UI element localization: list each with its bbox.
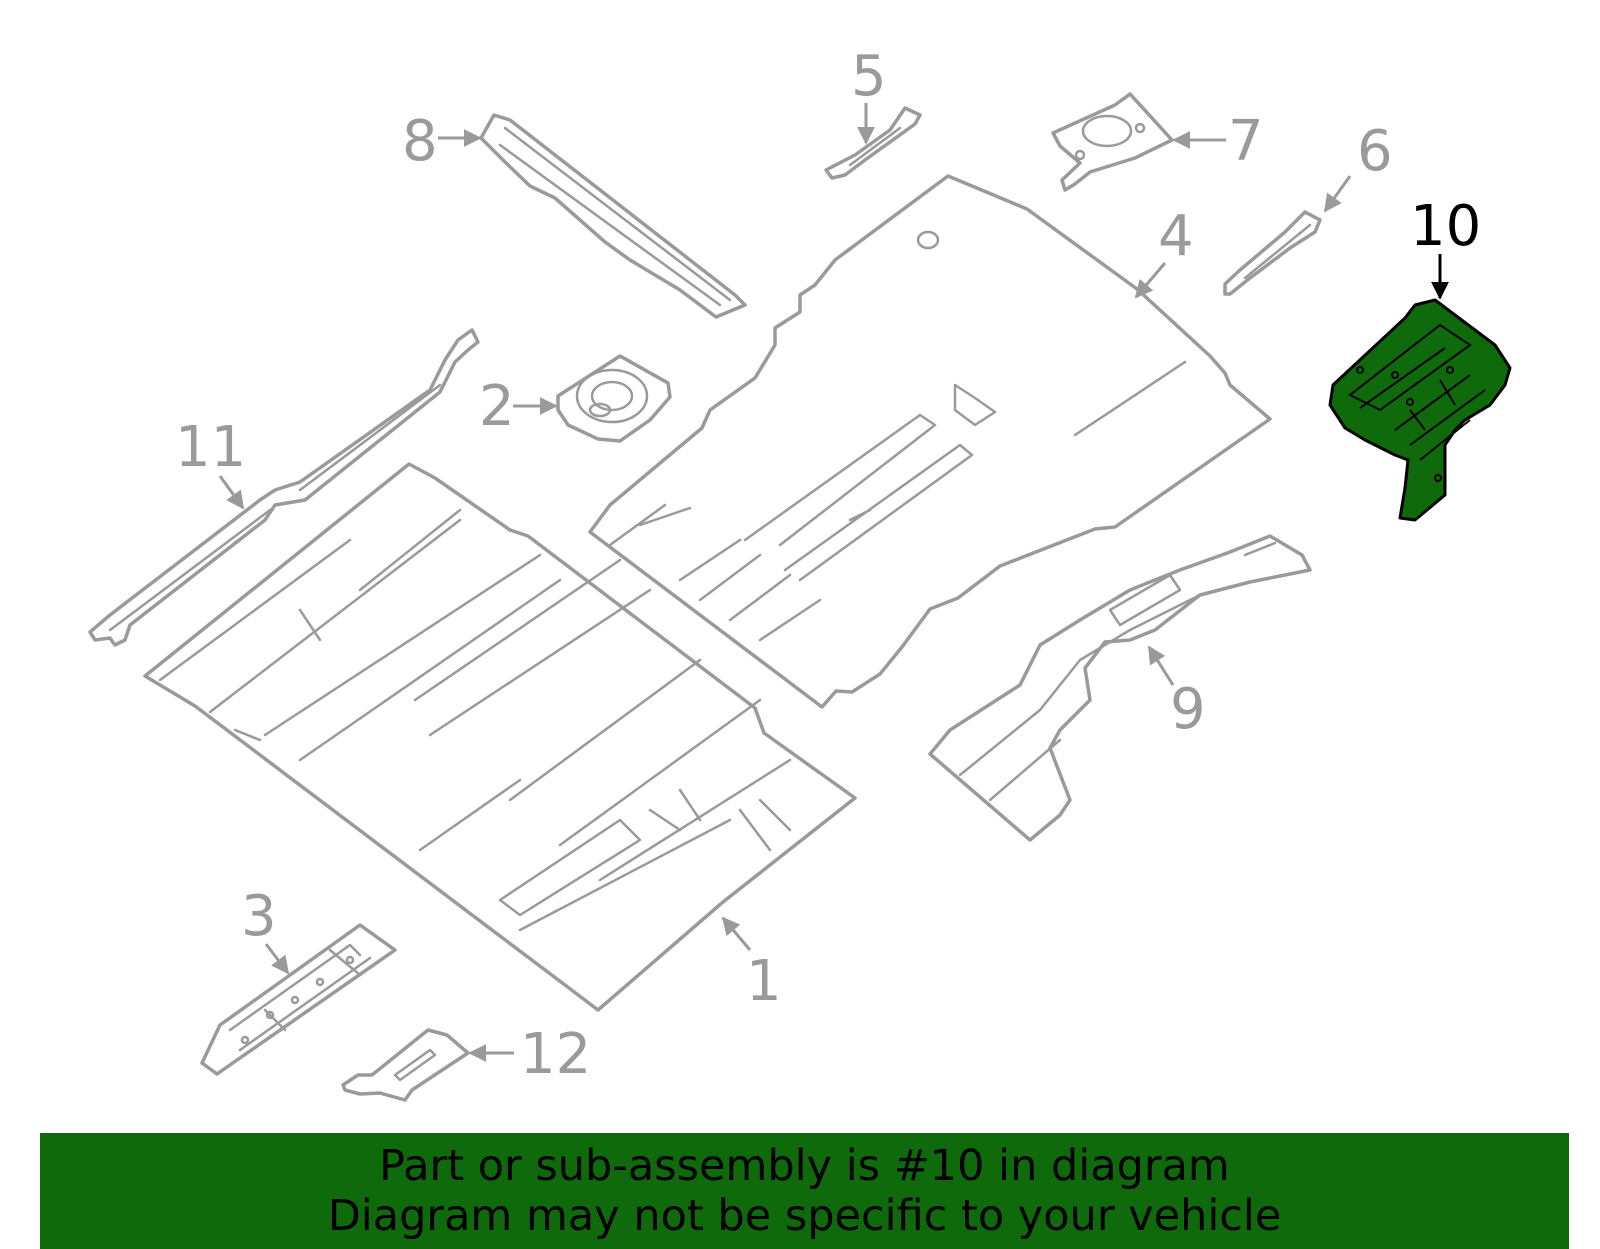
callout-11[interactable]: 11 <box>175 415 246 480</box>
part-9-side-member[interactable] <box>928 534 1312 842</box>
callout-3[interactable]: 3 <box>241 884 277 949</box>
part-10-highlighted[interactable] <box>1328 298 1512 522</box>
part-3-front-crossmember[interactable] <box>200 923 397 1076</box>
part-2-spare-tire-pan[interactable] <box>556 354 672 443</box>
callout-2[interactable]: 2 <box>479 374 515 439</box>
info-banner: Part or sub-assembly is #10 in diagram D… <box>40 1133 1569 1249</box>
callout-9[interactable]: 9 <box>1170 677 1206 742</box>
leader-4 <box>1134 262 1167 299</box>
callout-10[interactable]: 10 <box>1410 194 1481 259</box>
part-12-plate[interactable] <box>341 1028 470 1102</box>
callout-6[interactable]: 6 <box>1357 119 1393 184</box>
part-5-bracket[interactable] <box>824 106 922 180</box>
callout-5[interactable]: 5 <box>851 44 887 109</box>
callout-4[interactable]: 4 <box>1158 204 1194 269</box>
part-1-front-floor[interactable] <box>143 462 857 1012</box>
banner-line-1: Part or sub-assembly is #10 in diagram <box>379 1141 1230 1191</box>
callout-7[interactable]: 7 <box>1228 109 1264 174</box>
leader-11 <box>218 475 245 510</box>
callout-12[interactable]: 12 <box>520 1022 591 1087</box>
banner-line-2: Diagram may not be specific to your vehi… <box>327 1191 1282 1241</box>
callout-8[interactable]: 8 <box>402 109 438 174</box>
leader-1 <box>721 916 752 951</box>
part-7-mount-bracket[interactable] <box>1051 92 1174 192</box>
leader-9 <box>1147 645 1175 686</box>
leader-3 <box>264 943 290 975</box>
leader-6 <box>1323 175 1352 213</box>
part-11-rail[interactable] <box>88 328 480 647</box>
part-6-bracket[interactable] <box>1223 210 1322 296</box>
callout-1[interactable]: 1 <box>746 949 782 1014</box>
part-4-rear-floor[interactable] <box>588 174 1272 709</box>
part-8-crossmember[interactable] <box>479 113 747 319</box>
